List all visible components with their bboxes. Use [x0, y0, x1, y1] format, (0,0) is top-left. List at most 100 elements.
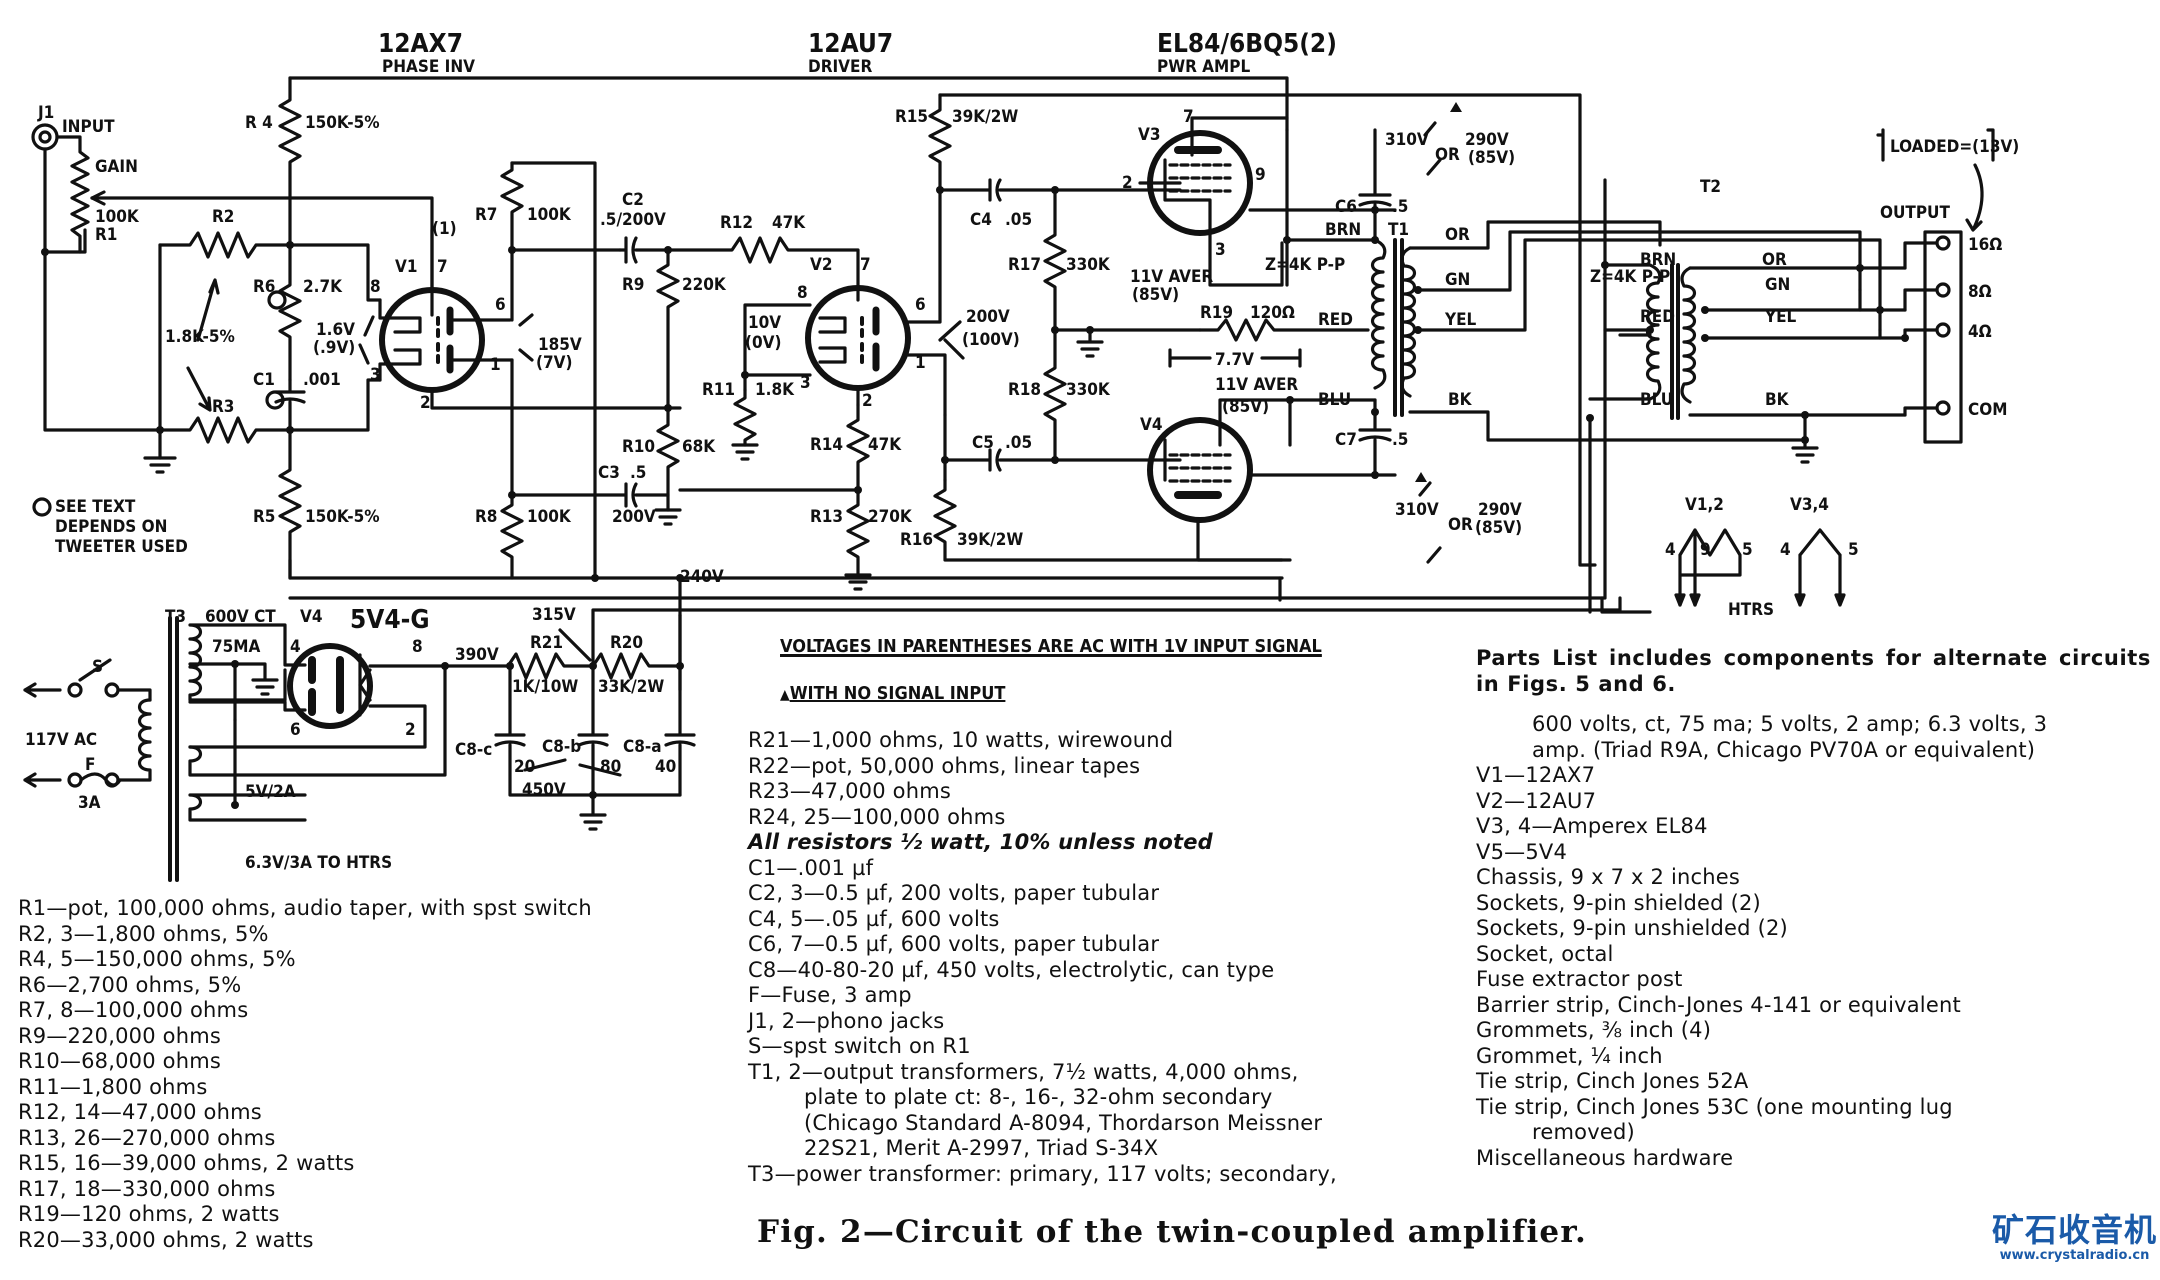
r19-label: R19 [1200, 303, 1233, 323]
parts-list-item: C8—40-80-20 µf, 450 volts, electrolytic,… [748, 957, 1275, 982]
parentheses-note: VOLTAGES IN PARENTHESES ARE AC WITH 1V I… [780, 636, 1322, 657]
filament-6v3: 6.3V/3A TO HTRS [245, 853, 392, 873]
c8-20: 20 [514, 757, 535, 777]
parts-list-item: 600 volts, ct, 75 ma; 5 volts, 2 amp; 6.… [1532, 712, 2048, 736]
parts-list-item: Grommets, ⅜ inch (4) [1476, 1018, 1712, 1042]
parts-list-item: R10—68,000 ohms [18, 1049, 222, 1073]
t1-yel: YEL [1444, 310, 1477, 330]
r17-value: 330K [1066, 255, 1111, 275]
parts-list-item: All resistors ½ watt, 10% unless noted [748, 830, 1213, 854]
switch-label: S [92, 657, 103, 677]
t3-current: 75MA [212, 637, 261, 657]
parts-list-item: R20—33,000 ohms, 2 watts [18, 1227, 314, 1252]
parts-list-item: C2, 3—0.5 µf, 200 volts, paper tubular [748, 881, 1160, 905]
parts-list-item: J1, 2—phono jacks [748, 1008, 945, 1033]
r11-value: 1.8K [755, 380, 795, 400]
c8-voltage: 450V [522, 780, 566, 800]
parts-list-item: C1—.001 µf [748, 855, 874, 880]
c8a-label: C8-a [623, 737, 662, 757]
rect-pin: 4 [290, 637, 301, 657]
v1-pin: 6 [495, 295, 506, 315]
v2-tube [805, 285, 911, 391]
rect-pin: 8 [412, 637, 423, 657]
c3-label: C3 [598, 463, 620, 483]
c3-voltage: 200V [612, 507, 656, 527]
parts-list-item: R21—1,000 ohms, 10 watts, wirewound [748, 728, 1174, 752]
r15-value: 39K/2W [952, 107, 1018, 127]
parts-list-item: Grommet, ¼ inch [1476, 1043, 1663, 1068]
r18-label: R18 [1008, 380, 1041, 400]
r18-value: 330K [1066, 380, 1111, 400]
watermark-url: www.crystalradio.cn [1999, 1248, 2150, 1263]
v1-pin: 2 [420, 393, 431, 413]
c4-capacitor [938, 178, 1182, 202]
t2-impedance: Z=4K P-P [1590, 267, 1670, 287]
watermark-name: 矿石收音机 [1992, 1211, 2158, 1249]
t1-secondary [1400, 246, 1417, 398]
parts-list-item: 22S21, Merit A-2997, Triad S-34X [804, 1136, 1159, 1160]
t2-bk: BK [1765, 390, 1790, 410]
r8-value: 100K [527, 507, 572, 527]
parts-list-column-3: 600 volts, ct, 75 ma; 5 volts, 2 amp; 6.… [1476, 712, 2047, 1171]
t3-label: T3 [165, 607, 186, 627]
v2-grid-ac: (0V) [745, 333, 781, 353]
c6-label: C6 [1335, 197, 1357, 217]
heater-pin: 4 [1780, 540, 1791, 560]
r11-resistor [733, 388, 757, 447]
r15-resistor [928, 93, 952, 192]
output-label: OUTPUT [1880, 203, 1950, 223]
r9-resistor [656, 248, 680, 410]
r14-value: 47K [868, 435, 902, 455]
j1-label: J1 [37, 103, 54, 123]
r12-label: R12 [720, 213, 753, 233]
c3-capacitor [510, 482, 670, 508]
c1-value: .001 [303, 370, 341, 390]
input-wire [43, 147, 87, 254]
v2-pin: 8 [797, 283, 808, 303]
v2-function-label: DRIVER [808, 57, 872, 77]
v2-pin: 2 [862, 391, 873, 411]
mains-neutral [23, 772, 62, 788]
t1-blu: BLU [1318, 390, 1351, 410]
v3v4-function-label: PWR AMPL [1157, 57, 1250, 77]
parts-list-item: V2—12AU7 [1476, 788, 1597, 813]
output-common: COM [1968, 400, 2007, 420]
parts-list-item: C6, 7—0.5 µf, 600 volts, paper tubular [748, 932, 1160, 956]
r5-resistor [278, 428, 302, 580]
b290-top: 290V [1465, 130, 1509, 150]
parts-list-item: Tie strip, Cinch Jones 53C (one mounting… [1476, 1094, 1953, 1119]
parts-list-item: Sockets, 9-pin shielded (2) [1476, 890, 1761, 915]
rect-pin: 2 [405, 720, 416, 740]
loaded-voltage-label: LOADED=(13V) [1890, 137, 2019, 157]
r2-resistor [158, 231, 292, 259]
c2-label: C2 [622, 190, 644, 210]
parts-list-item: R17, 18—330,000 ohms [18, 1176, 276, 1201]
r13-resistor [846, 488, 870, 577]
b390-label: 390V [455, 645, 499, 665]
v1-pin: 1 [490, 355, 501, 375]
t1-red: RED [1318, 310, 1353, 330]
r16-resistor [933, 478, 1284, 562]
r1-label: R1 [95, 225, 117, 245]
c5-value: .05 [1005, 433, 1032, 453]
c7-label: C7 [1335, 430, 1357, 450]
c8c-label: C8-c [455, 740, 492, 760]
c2-value: .5/200V [600, 210, 666, 230]
v3v4-type-label: EL84/6BQ5(2) [1157, 29, 1337, 59]
b290-bottom: 290V [1478, 500, 1522, 520]
v3-label: V3 [1138, 125, 1160, 145]
voltage-notes: VOLTAGES IN PARENTHESES ARE AC WITH 1V I… [780, 636, 1322, 704]
heater-pin: 4 [1665, 540, 1676, 560]
parts-list-item: R23—47,000 ohms [748, 779, 952, 803]
parts-list-item: Fuse extractor post [1476, 967, 1683, 991]
v2-pin: 1 [915, 353, 926, 373]
t2-or: OR [1762, 250, 1787, 270]
parts-list-item: R1—pot, 100,000 ohms, audio taper, with … [18, 896, 592, 920]
r13-label: R13 [810, 507, 843, 527]
r12-resistor [666, 236, 860, 302]
r19-drop: 7.7V [1215, 350, 1254, 370]
b85-top: (85V) [1468, 148, 1515, 168]
output-8-ohm: 8Ω [1968, 282, 1992, 302]
r17-resistor [1043, 188, 1067, 332]
or-bottom: OR [1448, 515, 1473, 535]
